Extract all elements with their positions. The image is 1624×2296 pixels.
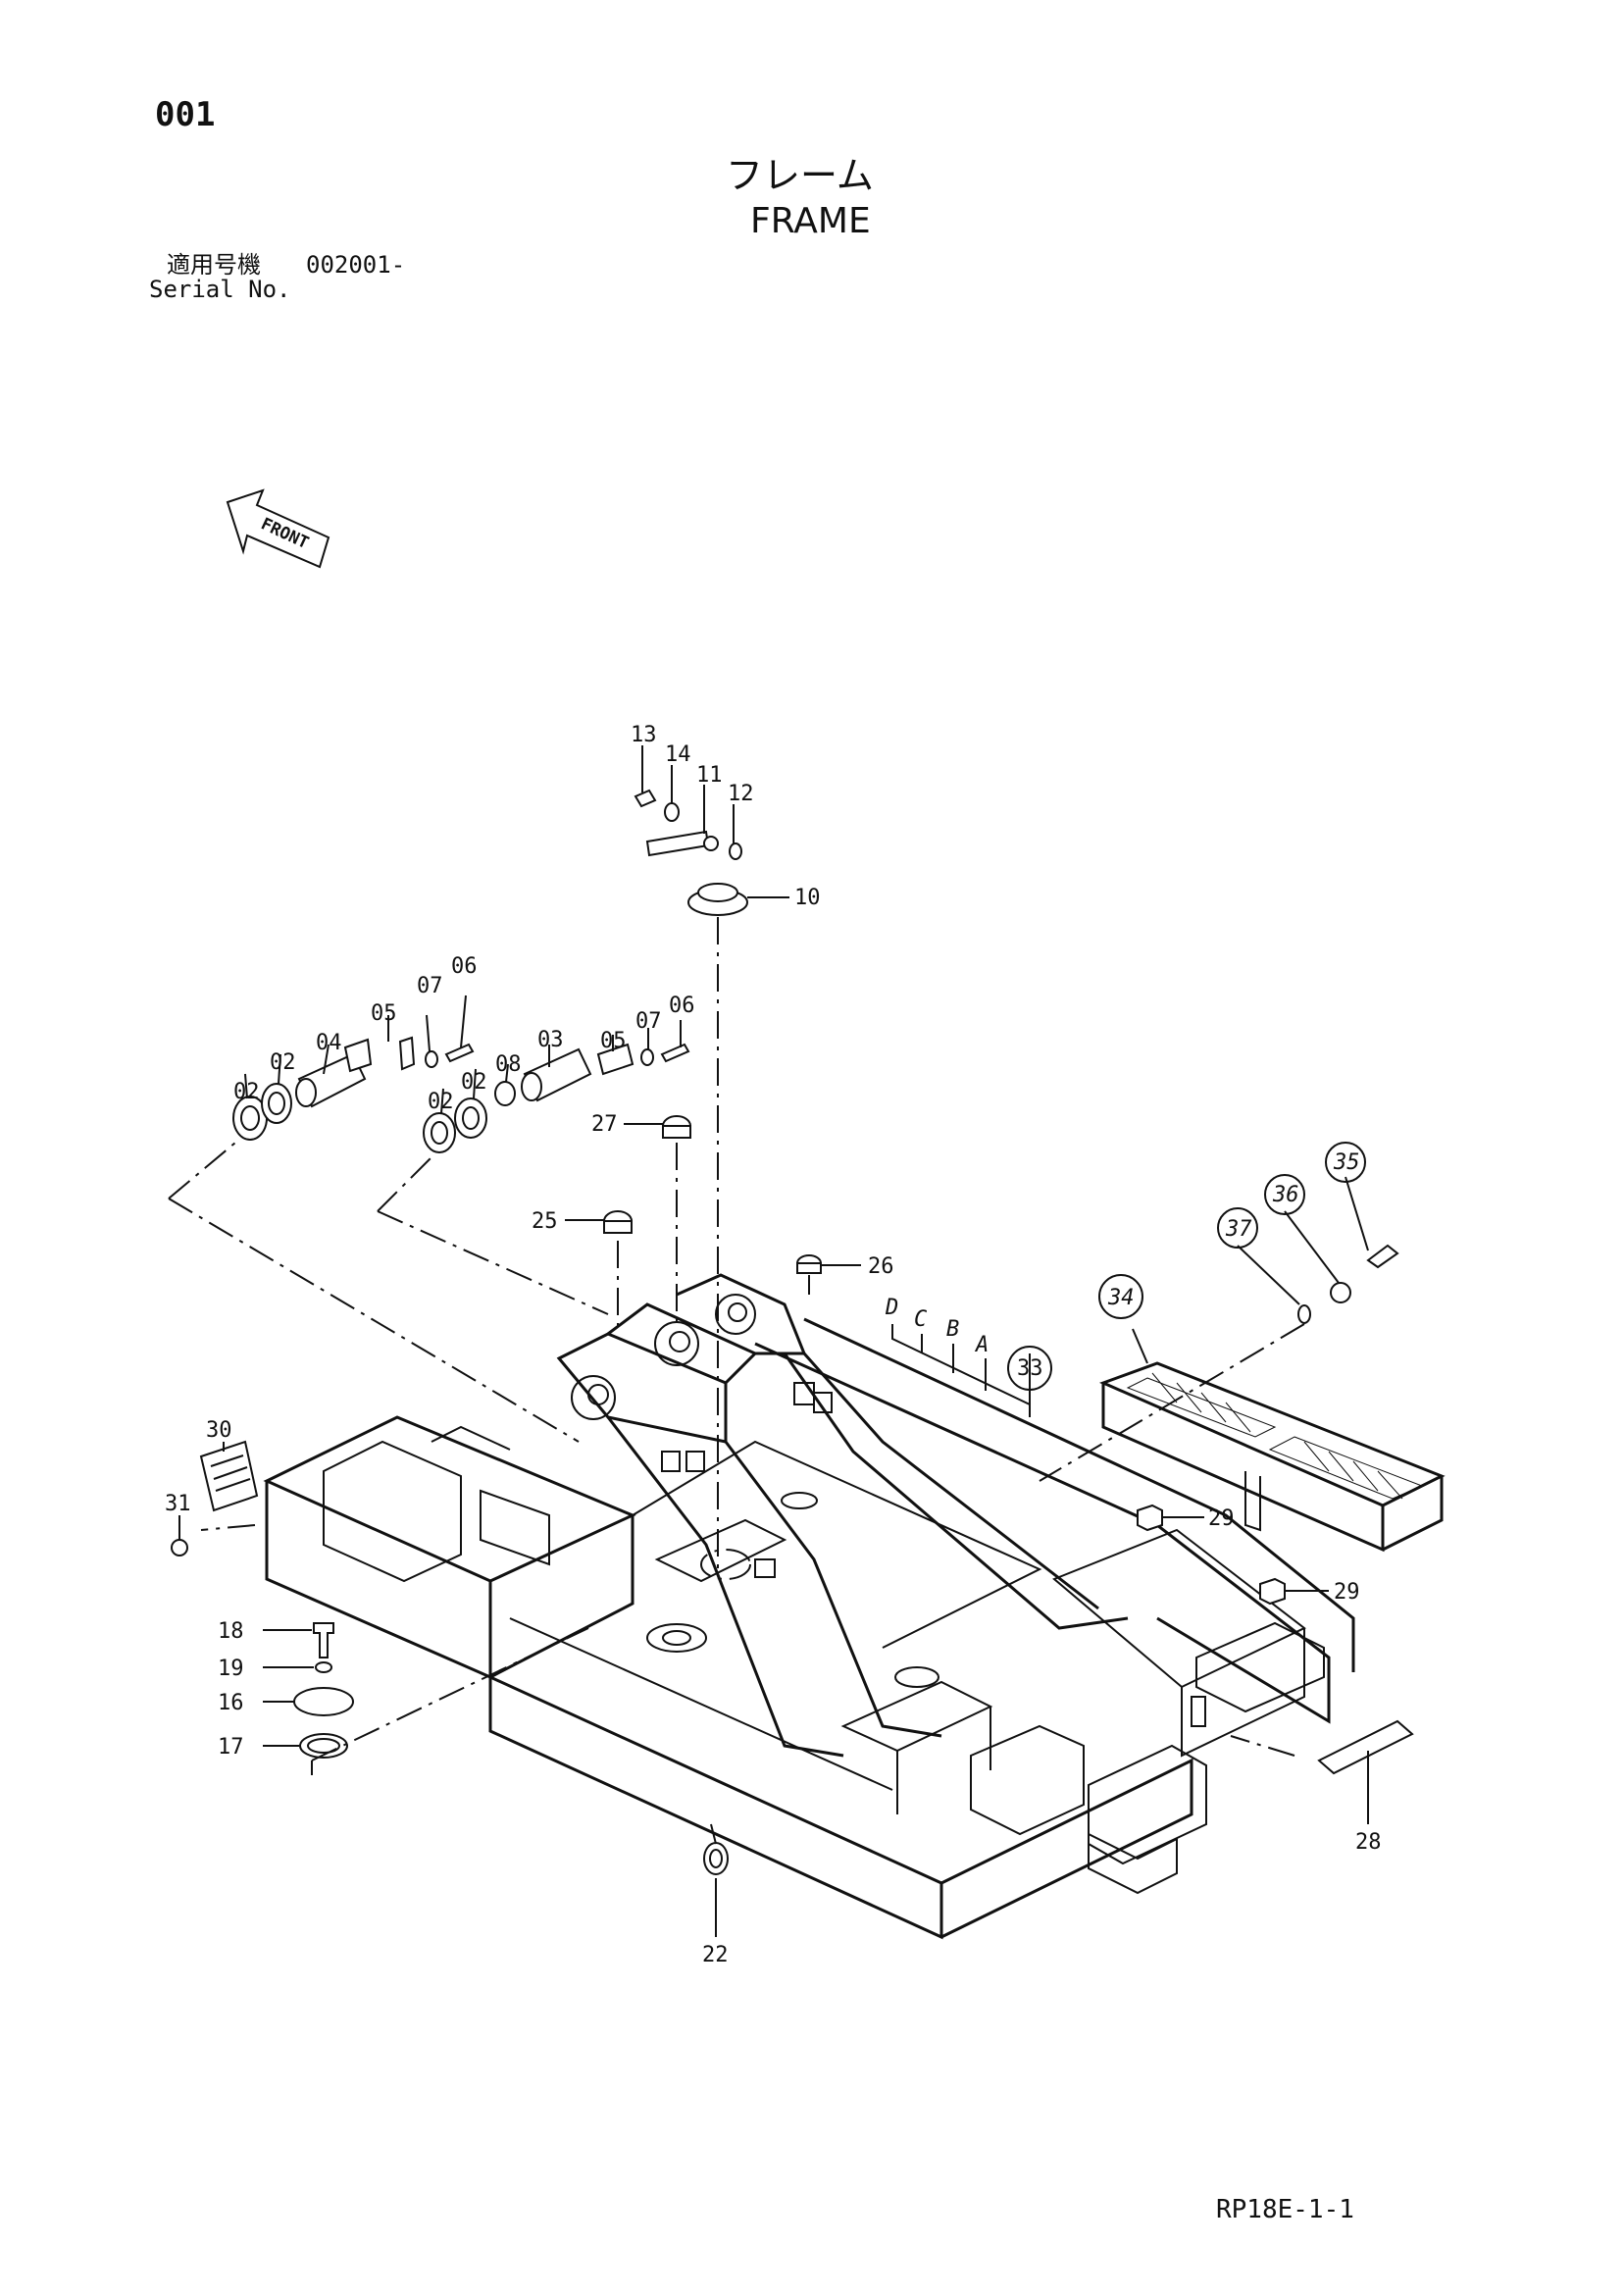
callout-C: C	[914, 1307, 928, 1332]
callout-19: 19	[218, 1657, 244, 1681]
pin-parts-upper	[171, 789, 1414, 1875]
callout-13: 13	[631, 723, 657, 747]
callout-04: 04	[316, 1031, 342, 1055]
callout-29-a: 29	[1208, 1506, 1235, 1531]
callout-06-left: 06	[451, 954, 478, 979]
callout-36: 36	[1272, 1183, 1299, 1207]
document-reference: RP18E-1-1	[1216, 2195, 1354, 2224]
callout-34: 34	[1107, 1286, 1135, 1310]
callout-D: D	[885, 1296, 898, 1320]
callout-02-d: 02	[428, 1090, 454, 1114]
assembly-lines	[168, 917, 1305, 1845]
step-plate	[1098, 1361, 1446, 1553]
callout-27: 27	[591, 1112, 618, 1137]
callout-11: 11	[696, 763, 723, 788]
callout-28: 28	[1355, 1830, 1382, 1855]
callout-26: 26	[868, 1254, 894, 1279]
callout-05-left: 05	[371, 1001, 397, 1026]
callout-08: 08	[495, 1052, 522, 1077]
callout-02-a: 02	[270, 1050, 296, 1075]
callout-31: 31	[165, 1492, 191, 1516]
serial-label-english: Serial No.	[149, 276, 291, 303]
title-english: FRAME	[750, 201, 871, 241]
callout-02-b: 02	[233, 1080, 260, 1104]
callout-35: 35	[1333, 1150, 1360, 1175]
serial-label-japanese: 適用号機	[167, 251, 261, 279]
serial-number-value: 002001-	[306, 251, 406, 279]
callout-16: 16	[218, 1691, 244, 1715]
circled-callouts	[1007, 1142, 1366, 1391]
callout-25: 25	[532, 1209, 558, 1234]
callout-07-right: 07	[635, 1009, 662, 1034]
callout-18: 18	[218, 1619, 244, 1644]
callout-B: B	[946, 1317, 959, 1342]
callout-numbers: 13 14 11 12 10 06 07 05 04 02 02 02 02 0…	[165, 723, 1382, 1967]
callout-03: 03	[537, 1028, 564, 1052]
callout-14: 14	[665, 742, 691, 767]
callout-33: 33	[1017, 1356, 1043, 1381]
callout-02-c: 02	[461, 1070, 487, 1095]
front-label: FRONT	[258, 514, 312, 553]
callout-06-right: 06	[669, 994, 695, 1018]
callout-37: 37	[1225, 1217, 1252, 1242]
callout-17: 17	[218, 1735, 244, 1760]
callout-A: A	[974, 1333, 989, 1357]
callout-30: 30	[206, 1418, 232, 1443]
callout-12: 12	[728, 782, 754, 806]
title-japanese: フレーム	[726, 154, 874, 197]
callout-29-b: 29	[1334, 1580, 1360, 1605]
callout-10: 10	[794, 886, 821, 910]
callout-22: 22	[702, 1943, 729, 1967]
front-arrow-icon: FRONT	[226, 488, 330, 569]
leader-lines	[178, 745, 1369, 1937]
callout-05-right: 05	[600, 1029, 627, 1053]
page-number: 001	[155, 95, 216, 134]
main-frame	[263, 1273, 1355, 1940]
callout-07-left: 07	[417, 974, 443, 998]
